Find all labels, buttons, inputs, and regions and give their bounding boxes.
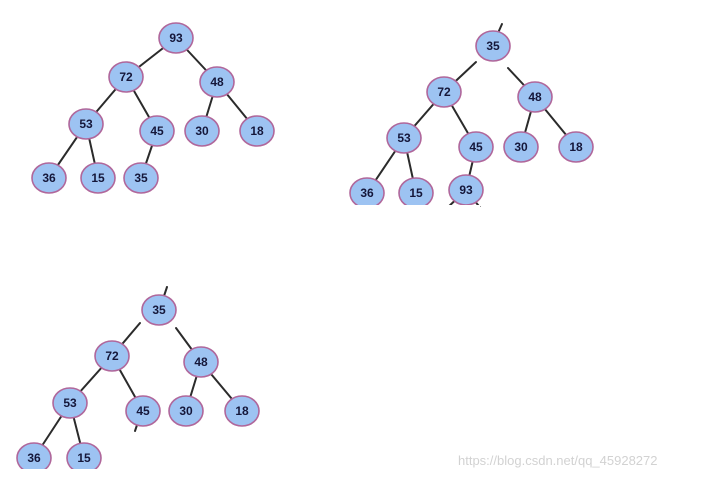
- tree-node: 53: [386, 122, 422, 154]
- node-circle: [139, 115, 175, 147]
- node-label: 30: [179, 404, 193, 418]
- node-label: 18: [569, 140, 583, 154]
- tree-3-bottom-crop: [14, 469, 114, 481]
- node-circle: [558, 131, 594, 163]
- node-label: 53: [79, 117, 93, 131]
- tree-node: 36: [349, 177, 385, 209]
- node-label: 35: [134, 171, 148, 185]
- tree-node: 45: [458, 131, 494, 163]
- node-label: 36: [27, 451, 41, 465]
- node-label: 93: [459, 183, 473, 197]
- node-circle: [108, 61, 144, 93]
- node-label: 45: [150, 124, 164, 138]
- node-label: 35: [152, 303, 166, 317]
- node-circle: [31, 162, 67, 194]
- tree-node: 35: [123, 162, 159, 194]
- node-circle: [184, 115, 220, 147]
- tree-node: 45: [139, 115, 175, 147]
- node-label: 48: [528, 90, 542, 104]
- tree-node: 30: [168, 395, 204, 427]
- node-circle: [125, 395, 161, 427]
- tree-node: 93: [158, 22, 194, 54]
- tree-node: 15: [398, 177, 434, 209]
- node-circle: [94, 340, 130, 372]
- node-circle: [475, 30, 511, 62]
- node-label: 72: [119, 70, 133, 84]
- node-circle: [224, 395, 260, 427]
- tree-node: 18: [239, 115, 275, 147]
- edge-into-root: [163, 286, 168, 297]
- node-label: 15: [91, 171, 105, 185]
- node-circle: [80, 162, 116, 194]
- node-label: 35: [486, 39, 500, 53]
- node-circle: [503, 131, 539, 163]
- node-label: 36: [360, 186, 374, 200]
- node-circle: [517, 81, 553, 113]
- node-circle: [386, 122, 422, 154]
- node-label: 45: [469, 140, 483, 154]
- node-circle: [199, 66, 235, 98]
- node-label: 93: [169, 31, 183, 45]
- node-circle: [168, 395, 204, 427]
- node-label: 18: [250, 124, 264, 138]
- tree-node: 36: [31, 162, 67, 194]
- tree-node: 35: [141, 294, 177, 326]
- node-label: 72: [437, 85, 451, 99]
- watermark-text: https://blog.csdn.net/qq_45928272: [458, 453, 658, 468]
- tree-1-edges: [48, 37, 258, 179]
- edge-c5-stub: [134, 424, 138, 432]
- tree-node: 72: [108, 61, 144, 93]
- node-label: 53: [397, 131, 411, 145]
- tree-2: 35 72 48 53 45 30 18 36: [349, 23, 594, 227]
- node-label: 53: [63, 396, 77, 410]
- node-circle: [158, 22, 194, 54]
- node-circle: [458, 131, 494, 163]
- node-label: 48: [194, 355, 208, 369]
- tree-node: 72: [426, 76, 462, 108]
- tree-node: 30: [503, 131, 539, 163]
- tree-node: 93: [448, 174, 484, 206]
- node-circle: [68, 108, 104, 140]
- tree-node: 18: [224, 395, 260, 427]
- tree-node: 53: [68, 108, 104, 140]
- tree-node: 18: [558, 131, 594, 163]
- node-circle: [239, 115, 275, 147]
- tree-node: 72: [94, 340, 130, 372]
- tree-1: 93 72 48 53 45 30 18 36: [31, 22, 275, 194]
- node-circle: [123, 162, 159, 194]
- node-label: 30: [195, 124, 209, 138]
- node-label: 30: [514, 140, 528, 154]
- node-circle: [52, 387, 88, 419]
- node-circle: [183, 346, 219, 378]
- tree-node: 48: [199, 66, 235, 98]
- tree-node: 53: [52, 387, 88, 419]
- tree-node: 45: [125, 395, 161, 427]
- node-label: 15: [409, 186, 423, 200]
- node-label: 45: [136, 404, 150, 418]
- node-circle: [426, 76, 462, 108]
- tree-node: 48: [183, 346, 219, 378]
- tree-node: 36: [16, 442, 52, 474]
- tree-node: 15: [80, 162, 116, 194]
- node-label: 72: [105, 349, 119, 363]
- tree-node: 48: [517, 81, 553, 113]
- node-label: 15: [77, 451, 91, 465]
- node-label: 48: [210, 75, 224, 89]
- tree-node: 35: [475, 30, 511, 62]
- node-circle: [141, 294, 177, 326]
- node-label: 18: [235, 404, 249, 418]
- tree-node: 30: [184, 115, 220, 147]
- tree-node: 15: [66, 442, 102, 474]
- tree-2-bottom-crop: [350, 205, 480, 219]
- node-label: 36: [42, 171, 56, 185]
- tree-3: 35 72 48 53 45 30 18 36: [14, 286, 260, 481]
